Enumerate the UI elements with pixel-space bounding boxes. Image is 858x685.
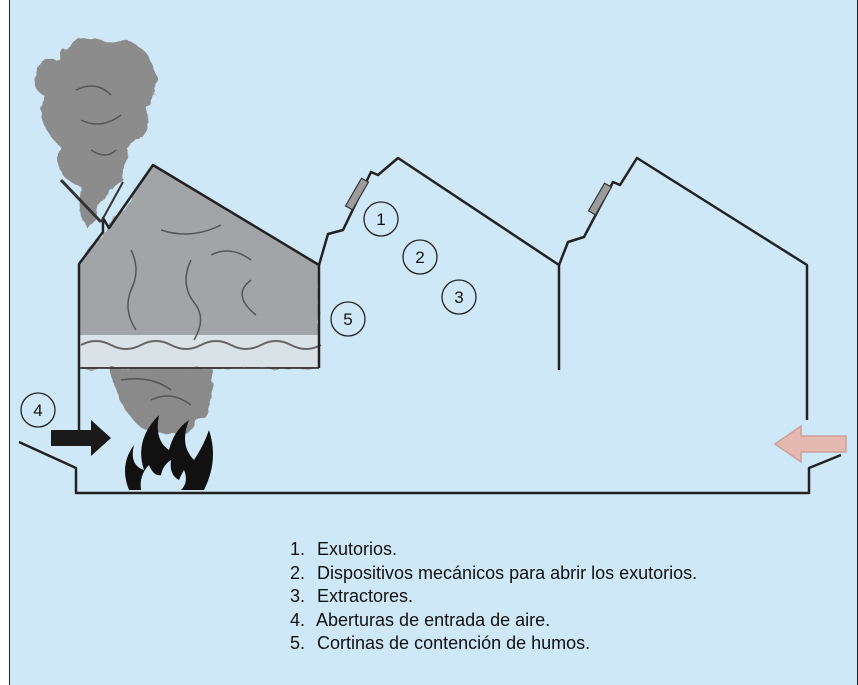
callout-3: 3 — [441, 279, 477, 315]
legend-item: 5. Cortinas de contención de humos. — [290, 632, 697, 656]
legend-item: 3. Extractores. — [290, 585, 697, 609]
legend-text: Dispositivos mecánicos para abrir los ex… — [317, 562, 698, 583]
building-diagram: 1 2 3 4 5 — [18, 38, 847, 495]
legend-number: 2. — [290, 562, 306, 583]
callout-5: 5 — [330, 301, 366, 337]
arrow-right-icon — [51, 420, 111, 456]
legend-text: Cortinas de contención de humos. — [317, 633, 591, 653]
svg-text:2: 2 — [415, 248, 424, 267]
smoke-layer — [79, 165, 322, 368]
legend-number: 1. — [290, 539, 306, 559]
exutorio-vents — [59, 177, 613, 224]
callout-2: 2 — [402, 239, 438, 275]
legend-number: 5. — [290, 633, 306, 653]
fire-icon — [125, 415, 213, 490]
callout-4: 4 — [20, 392, 56, 428]
legend-number: 3. — [290, 586, 306, 606]
smoke-plume — [34, 38, 158, 227]
callout-1: 1 — [363, 201, 399, 237]
smoke-column — [111, 368, 213, 435]
legend-text: Aberturas de entrada de aire. — [316, 609, 551, 630]
legend-text: Exutorios. — [317, 539, 398, 559]
legend-text: Extractores. — [317, 586, 414, 606]
legend-item: 2. Dispositivos mecánicos para abrir los… — [290, 562, 697, 586]
diagram-frame: 1 2 3 4 5 1. Exutorios.2. Dispositivos m… — [9, 0, 858, 685]
legend-item: 1. Exutorios. — [290, 538, 697, 562]
arrow-left-icon — [773, 424, 847, 464]
svg-text:5: 5 — [343, 310, 352, 329]
legend-list: 1. Exutorios.2. Dispositivos mecánicos p… — [290, 538, 697, 656]
svg-text:3: 3 — [454, 288, 463, 307]
legend-item: 4. Aberturas de entrada de aire. — [290, 609, 697, 633]
svg-text:4: 4 — [33, 401, 42, 420]
legend-number: 4. — [290, 609, 306, 630]
building-outline — [18, 156, 842, 495]
svg-text:1: 1 — [376, 210, 385, 229]
